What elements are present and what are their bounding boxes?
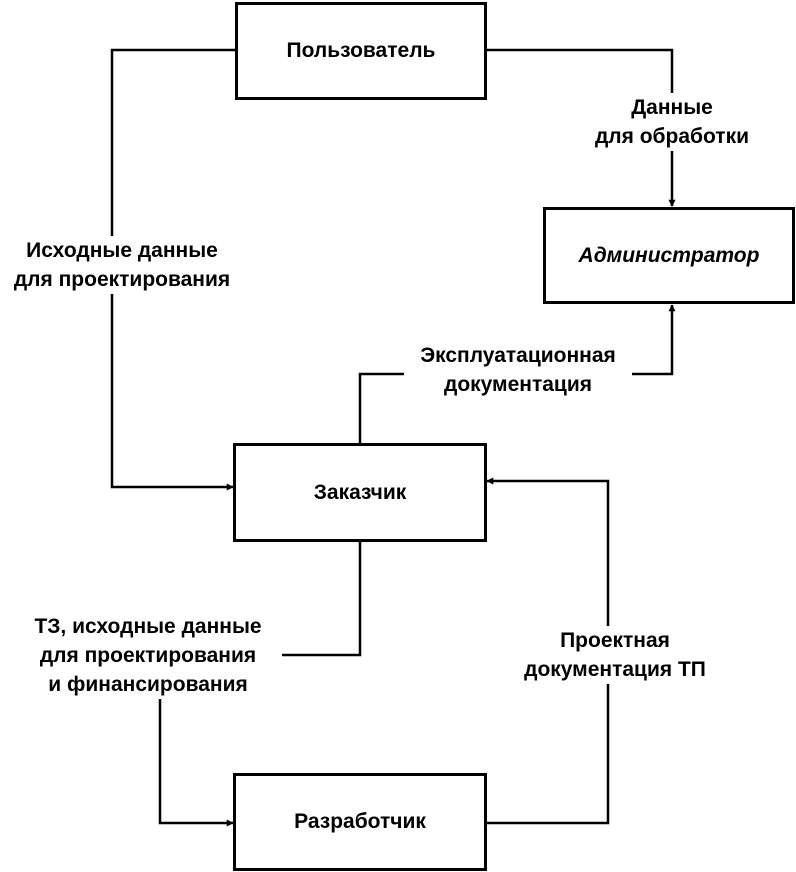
label-customer-to-admin: Эксплуатационная документация <box>404 341 632 399</box>
customer-node: Заказчик <box>233 443 487 542</box>
admin-node: Администратор <box>543 207 795 304</box>
user-node: Пользователь <box>235 2 487 100</box>
label-user-to-admin: Данные для обработки <box>574 93 770 151</box>
label-user-to-customer: Исходные данные для проектирования <box>2 236 242 294</box>
developer-node: Разработчик <box>233 773 487 871</box>
arrow-user-to-admin <box>486 48 676 207</box>
label-customer-to-developer: ТЗ, исходные данные для проектирования и… <box>14 612 282 699</box>
label-developer-to-customer: Проектная документация ТП <box>508 626 722 684</box>
